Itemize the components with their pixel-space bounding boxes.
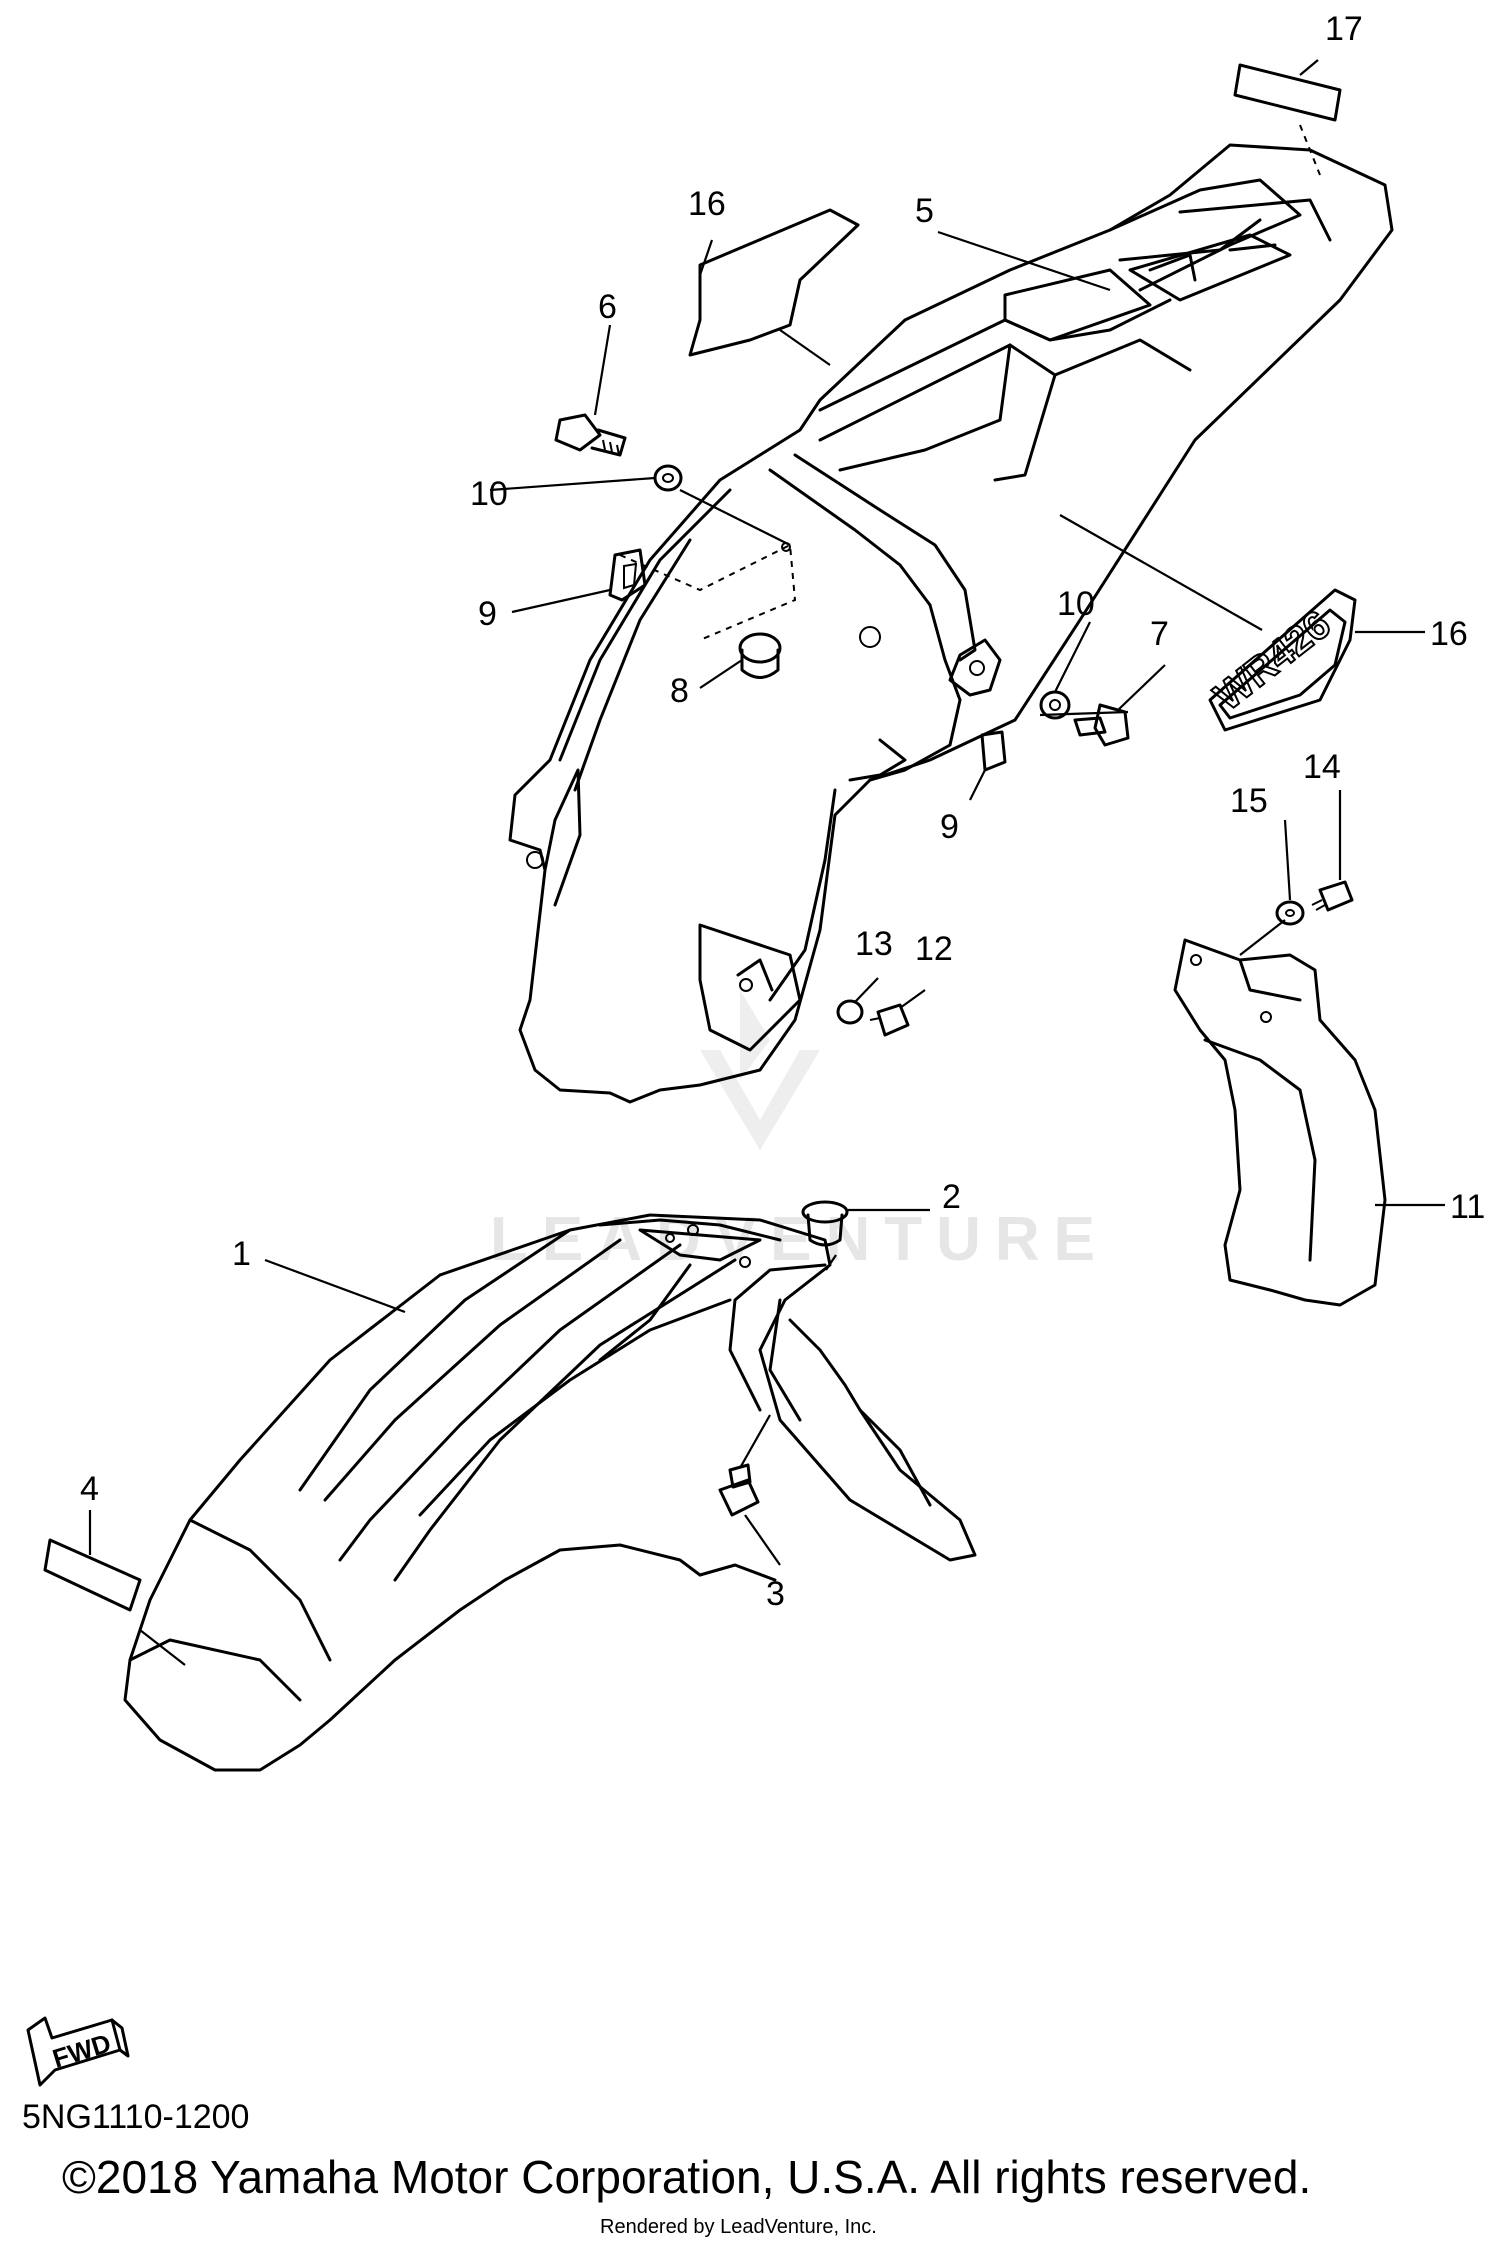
watermark: LEADVENTURE (490, 990, 1109, 1274)
part-12-screw (869, 1003, 910, 1037)
part-13-nut (836, 999, 864, 1025)
callout-12: 12 (915, 930, 953, 968)
callout-14: 14 (1303, 748, 1341, 786)
callout-5: 5 (915, 192, 934, 230)
callout-17: 17 (1325, 10, 1363, 48)
callout-2: 2 (942, 1178, 961, 1216)
part-7-bolt (554, 413, 627, 457)
callout-11: 11 (1450, 1188, 1485, 1226)
callout-10-left: 10 (470, 475, 508, 513)
part-11-flap (1173, 938, 1387, 1307)
part-10-collar-left (653, 464, 683, 492)
callout-3: 3 (766, 1575, 785, 1613)
part-9-clip-right (980, 730, 1007, 772)
part-2-grommet (801, 1200, 849, 1247)
part-14-screw (1311, 880, 1354, 912)
callout-15: 15 (1230, 782, 1268, 820)
callout-1: 1 (232, 1235, 251, 1273)
rendered-by-credit: Rendered by LeadVenture, Inc. (600, 2216, 877, 2238)
watermark-text: LEADVENTURE (490, 1205, 1109, 1274)
part-3-bolt (718, 1463, 760, 1517)
fwd-arrow: FWD (26, 2016, 130, 2087)
part-9-clip-left (608, 548, 647, 602)
part-8-grommet (738, 632, 782, 679)
front-fender (123, 1213, 977, 1772)
callout-4: 4 (80, 1470, 99, 1508)
part-15-washer (1275, 900, 1305, 926)
rear-fender (508, 143, 1394, 1104)
callout-16-upper: 16 (688, 185, 726, 223)
callout-13: 13 (855, 925, 893, 963)
callout-10-right: 10 (1057, 585, 1095, 623)
callout-7: 6 (598, 288, 617, 326)
callout-9-left: 9 (478, 595, 497, 633)
part-16-decal-upper (688, 208, 860, 357)
part-17-decal (1233, 63, 1342, 176)
leader-lines (88, 59, 1445, 1666)
diagram-code: 5NG1110-1200 (22, 2098, 250, 2136)
callout-6: 7 (1150, 615, 1169, 653)
callout-9-right: 9 (940, 808, 959, 846)
callout-16-right: 16 (1430, 615, 1468, 653)
part-4-decal (43, 1538, 142, 1612)
part-6-bolt (1073, 703, 1130, 747)
callout-8: 8 (670, 672, 689, 710)
callout-labels: 17 16 5 6 10 9 8 10 7 16 9 14 15 13 12 1… (80, 10, 1485, 1613)
copyright-notice: ©2018 Yamaha Motor Corporation, U.S.A. A… (62, 2151, 1312, 2203)
